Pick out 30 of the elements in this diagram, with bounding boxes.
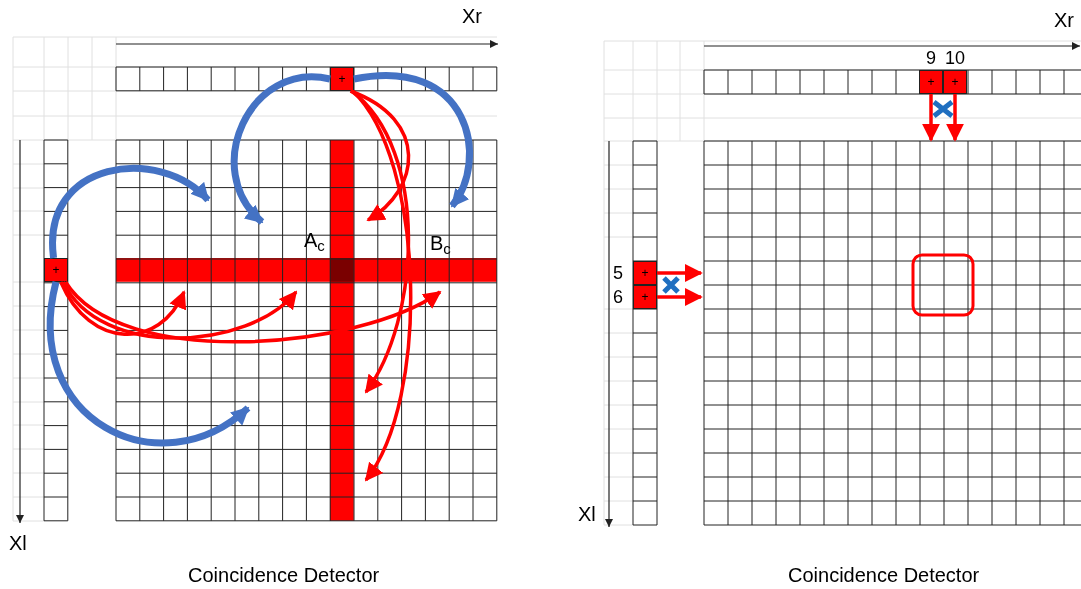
cell-number: 5 (613, 264, 623, 282)
axis-label: Xr (1054, 8, 1074, 33)
cell-number: 9 (926, 49, 936, 67)
curved-arrow (351, 89, 413, 482)
curved-arrow (59, 281, 186, 336)
cell-number: 6 (613, 288, 623, 306)
curved-arrow (946, 94, 964, 142)
caption: Coincidence Detector (188, 563, 380, 588)
active-cell: + (633, 285, 657, 309)
curved-arrow (64, 280, 442, 344)
curved-arrow (350, 89, 411, 394)
active-cell: + (633, 261, 657, 285)
curved-arrow (922, 94, 940, 142)
curved-arrow (657, 264, 703, 282)
curved-arrow (349, 89, 411, 222)
curved-arrow (657, 288, 703, 306)
curved-arrow (353, 72, 473, 208)
axis-label: Xl (9, 531, 27, 556)
curved-arrow (47, 281, 251, 446)
active-cell: + (44, 258, 68, 282)
curved-arrow (49, 165, 211, 259)
caption: Coincidence Detector (788, 563, 980, 588)
curved-arrow (61, 281, 298, 340)
active-cell: + (943, 70, 967, 94)
active-cell: + (330, 67, 354, 91)
curved-arrow (230, 73, 331, 225)
axis-label: Xr (462, 4, 482, 29)
active-cell: + (919, 70, 943, 94)
cell-number: 10 (945, 49, 965, 67)
axis-label: Xl (578, 502, 596, 527)
